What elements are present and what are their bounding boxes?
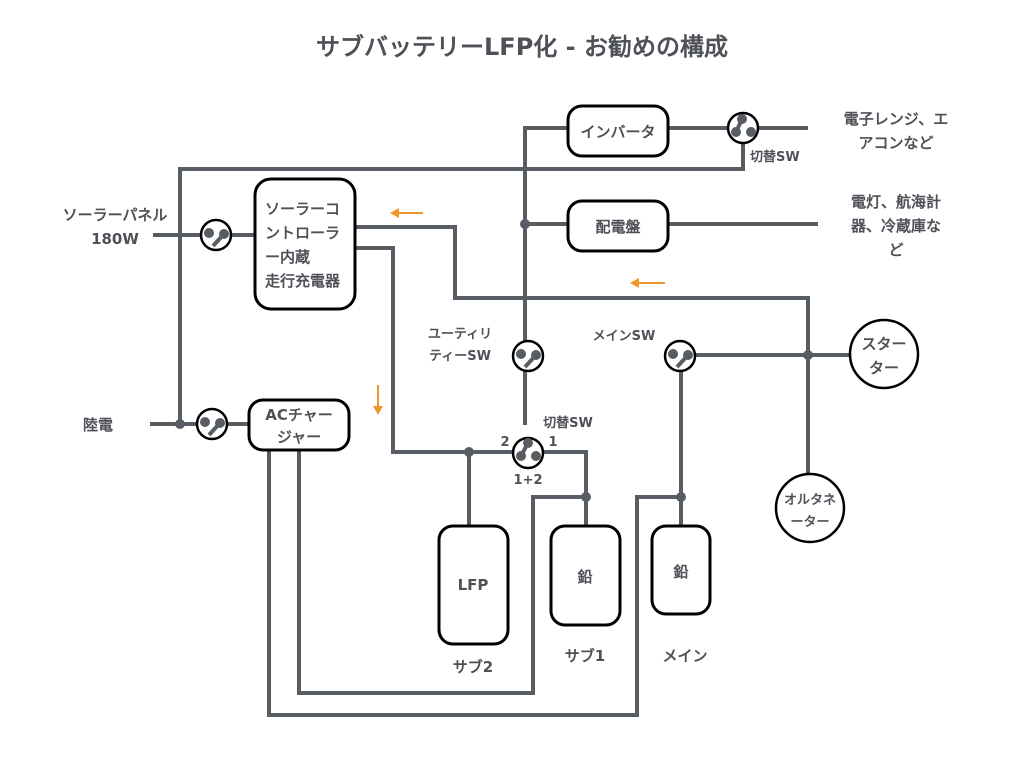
wire-controller-to-starter bbox=[354, 225, 810, 477]
starter-line-1: スター bbox=[861, 335, 906, 353]
wire-utility-trunk bbox=[523, 126, 570, 425]
changeover-position-both: 1+2 bbox=[514, 473, 543, 488]
solar-controller-line-4: 走行充電器 bbox=[265, 272, 341, 290]
changeover-position-1: 1 bbox=[548, 435, 557, 450]
battery-main: 鉛 メイン bbox=[650, 524, 712, 665]
battery-sub2: LFP サブ2 bbox=[437, 524, 510, 676]
ac-charger-line-2: ジャー bbox=[277, 428, 321, 446]
solar-controller-line-3: ー内蔵 bbox=[265, 248, 310, 266]
inverter-loads-line-2: アコンなど bbox=[858, 134, 933, 152]
solar-controller-line-1: ソーラーコ bbox=[265, 200, 340, 218]
main-switch[interactable] bbox=[663, 339, 697, 373]
battery-type: 鉛 bbox=[577, 568, 592, 586]
battery-name: サブ2 bbox=[453, 658, 493, 676]
distribution-panel: 配電盤 bbox=[566, 199, 670, 253]
wire-changeover-to-sub1 bbox=[538, 450, 588, 529]
wire-charger-to-sub1 bbox=[297, 450, 588, 695]
alternator-line-2: ーター bbox=[790, 515, 829, 530]
utility-switch-label-2: ティーSW bbox=[429, 349, 491, 364]
switch-icon bbox=[663, 339, 697, 373]
distribution-panel-label: 配電盤 bbox=[595, 218, 641, 236]
ac-charger: ACチャー ジャー bbox=[247, 398, 351, 452]
wire-bypass-bus bbox=[178, 138, 745, 425]
starter-line-2: ター bbox=[869, 359, 899, 377]
inverter-changeover-label: 切替SW bbox=[750, 149, 800, 165]
solar-panel-label: ソーラーパネル bbox=[63, 206, 168, 224]
junction-starter bbox=[803, 350, 813, 360]
main-switch-label: メインSW bbox=[593, 329, 656, 344]
alternator-line-1: オルタネ bbox=[784, 493, 836, 508]
battery-changeover-label: 切替SW bbox=[543, 415, 593, 431]
flow-arrow-down-icon bbox=[373, 385, 383, 415]
shore-power-label: 陸電 bbox=[83, 416, 113, 434]
starter: スター ター bbox=[848, 318, 920, 390]
utility-switch-label-1: ユーティリ bbox=[428, 327, 492, 342]
diagram-title: サブバッテリーLFP化 - お勧めの構成 bbox=[316, 33, 728, 61]
changeover-position-2: 2 bbox=[500, 435, 509, 450]
battery-type: LFP bbox=[458, 576, 489, 594]
junction-distribution bbox=[520, 219, 530, 229]
inverter-label: インバータ bbox=[580, 123, 655, 141]
switch-icon bbox=[195, 407, 229, 441]
panel-loads-line-2: 器、冷蔵庫な bbox=[850, 217, 941, 235]
battery-type: 鉛 bbox=[673, 563, 688, 581]
utility-switch[interactable] bbox=[511, 339, 545, 373]
switch-icon bbox=[199, 218, 233, 252]
inverter-changeover-switch[interactable] bbox=[726, 111, 760, 145]
junction-main bbox=[676, 492, 686, 502]
flow-arrow-left-icon bbox=[630, 278, 665, 288]
solar-switch[interactable] bbox=[199, 218, 233, 252]
switch-icon bbox=[511, 339, 545, 373]
solar-panel-wattage: 180W bbox=[91, 230, 139, 248]
junction-sub1 bbox=[581, 492, 591, 502]
junction-shore bbox=[175, 419, 185, 429]
wire-controller-to-changeover bbox=[354, 246, 514, 454]
battery-changeover-switch[interactable] bbox=[511, 436, 545, 470]
wire-charger-to-main bbox=[267, 450, 683, 717]
alternator: オルタネ ーター bbox=[774, 472, 846, 544]
shore-switch[interactable] bbox=[195, 407, 229, 441]
solar-controller: ソーラーコ ントローラ ー内蔵 走行充電器 bbox=[253, 177, 357, 311]
battery-sub1: 鉛 サブ1 bbox=[549, 524, 622, 665]
panel-loads-line-3: ど bbox=[888, 241, 903, 259]
junctions bbox=[175, 219, 813, 502]
junction-sub2 bbox=[464, 447, 474, 457]
battery-name: メイン bbox=[662, 647, 707, 665]
inverter-loads-line-1: 電子レンジ、エ bbox=[844, 110, 949, 128]
inverter: インバータ bbox=[566, 104, 670, 158]
solar-controller-line-2: ントローラ bbox=[265, 224, 340, 242]
battery-name: サブ1 bbox=[565, 647, 605, 665]
flow-arrow-left-icon bbox=[390, 208, 423, 218]
ac-charger-line-1: ACチャー bbox=[265, 406, 332, 424]
panel-loads-line-1: 電灯、航海計 bbox=[851, 193, 941, 211]
